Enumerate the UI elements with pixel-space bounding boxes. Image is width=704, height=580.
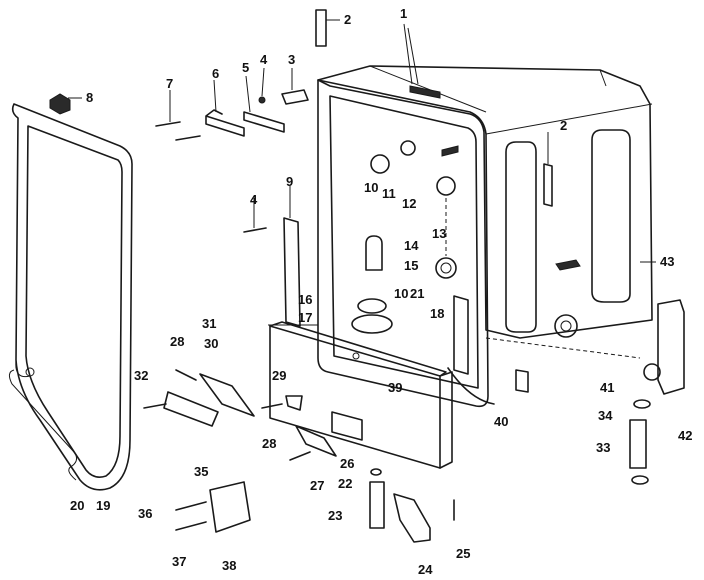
callout-26: 26 [340,456,354,471]
door-gasket [8,103,133,491]
callout-2: 2 [344,12,351,27]
callout-20: 20 [70,498,84,513]
callout-25: 25 [456,546,470,561]
callout-18: 18 [430,306,444,321]
callout-8: 8 [86,90,93,105]
callout-12: 12 [402,196,416,211]
callout-41: 41 [600,380,614,395]
callout-28: 28 [170,334,184,349]
callout-31: 31 [202,316,216,331]
callout-14: 14 [404,238,419,253]
callout-22: 22 [338,476,352,491]
callout-11: 11 [382,186,396,201]
callout-10: 10 [364,180,378,195]
callout-5: 5 [242,60,249,75]
callout-16: 16 [298,292,312,307]
callout-35: 35 [194,464,208,479]
callout-3: 3 [288,52,295,67]
callout-19: 19 [96,498,110,513]
tub-assembly [317,65,653,408]
callout-30: 30 [204,336,218,351]
callout-21: 21 [410,286,424,301]
callout-36: 36 [138,506,152,521]
callout-37: 37 [172,554,186,569]
callout-4: 4 [250,192,258,207]
callout-23: 23 [328,508,342,523]
callout-24: 24 [418,562,433,577]
callout-39: 39 [388,380,402,395]
front-panel [269,217,453,469]
callout-40: 40 [494,414,508,429]
callout-7: 7 [166,76,173,91]
callout-34: 34 [598,408,613,423]
leader-lines [68,19,656,326]
callout-9: 9 [286,174,293,189]
callout-15: 15 [404,258,418,273]
callout-17: 17 [298,310,312,325]
hardware-parts [143,9,685,543]
callout-27: 27 [310,478,324,493]
callout-42: 42 [678,428,692,443]
callout-4: 4 [260,52,268,67]
callout-29: 29 [272,368,286,383]
callout-38: 38 [222,558,236,573]
callout-13: 13 [432,226,446,241]
callout-6: 6 [212,66,219,81]
gasket-end-cap [49,93,71,115]
callout-1: 1 [400,6,407,21]
callout-labels: 1 2 2 3 4 4 5 6 7 8 9 10 10 11 12 13 14 … [70,6,692,577]
callout-10: 10 [394,286,408,301]
callout-33: 33 [596,440,610,455]
callout-43: 43 [660,254,674,269]
callout-28: 28 [262,436,276,451]
callout-2: 2 [560,118,567,133]
callout-32: 32 [134,368,148,383]
